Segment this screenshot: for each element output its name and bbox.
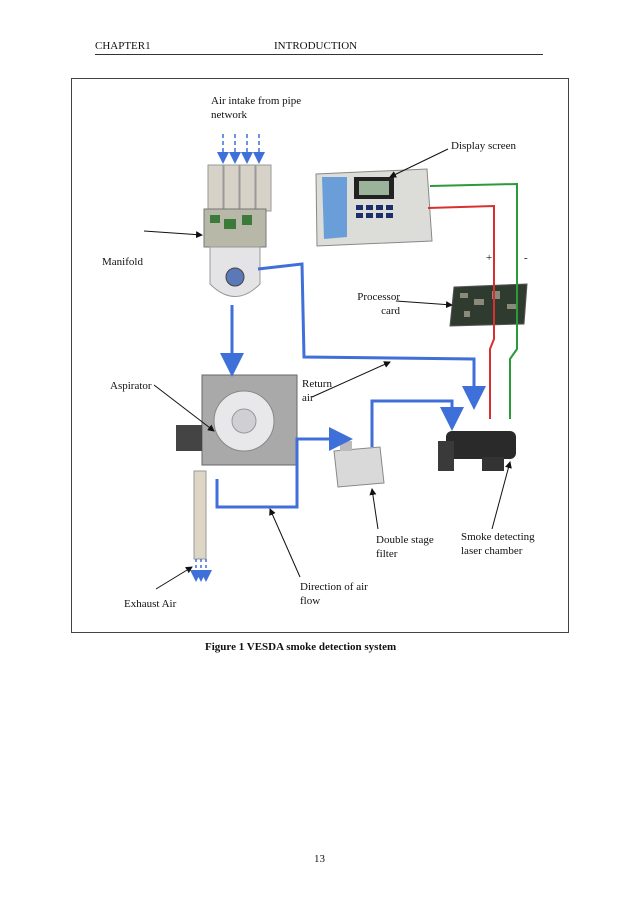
processor-card-label: Processor card xyxy=(357,291,400,317)
header-rule xyxy=(95,54,543,55)
plus-sign: + xyxy=(486,252,493,264)
double-stage-filter-label: Double stage filter xyxy=(376,534,434,560)
intake-arrows xyxy=(217,134,265,164)
aspirator-label: Aspirator xyxy=(110,380,152,392)
exhaust-air-label: Exhaust Air xyxy=(124,598,177,610)
return-air-label: Return air xyxy=(302,378,332,404)
pointer-lines xyxy=(143,148,512,590)
processor-card-device xyxy=(449,283,528,327)
manifold-label: Manifold xyxy=(102,256,143,268)
air-flow-lines xyxy=(215,262,486,509)
smoke-chamber-label: Smoke detecting laser chamber xyxy=(461,531,535,557)
vesda-diagram xyxy=(143,134,528,590)
intake-pipes xyxy=(207,164,272,212)
double-stage-filter-device xyxy=(333,441,385,488)
minus-sign: - xyxy=(524,252,528,264)
aspirator-device xyxy=(176,374,298,466)
figure-frame xyxy=(71,78,569,633)
direction-flow-label: Direction of air flow xyxy=(300,581,368,607)
figure-caption: Figure 1 VESDA smoke detection system xyxy=(205,641,397,653)
laser-chamber-device xyxy=(438,431,516,471)
manifold-device xyxy=(203,208,267,297)
display-screen-label: Display screen xyxy=(451,140,517,152)
exhaust-pipe xyxy=(190,470,212,582)
air-intake-label: Air intake from pipe network xyxy=(211,95,302,121)
chapter-label: CHAPTER1 xyxy=(95,40,151,52)
page-number: 13 xyxy=(314,853,325,865)
power-wires xyxy=(427,182,518,419)
section-title: INTRODUCTION xyxy=(274,40,358,52)
display-screen-device xyxy=(315,168,433,247)
